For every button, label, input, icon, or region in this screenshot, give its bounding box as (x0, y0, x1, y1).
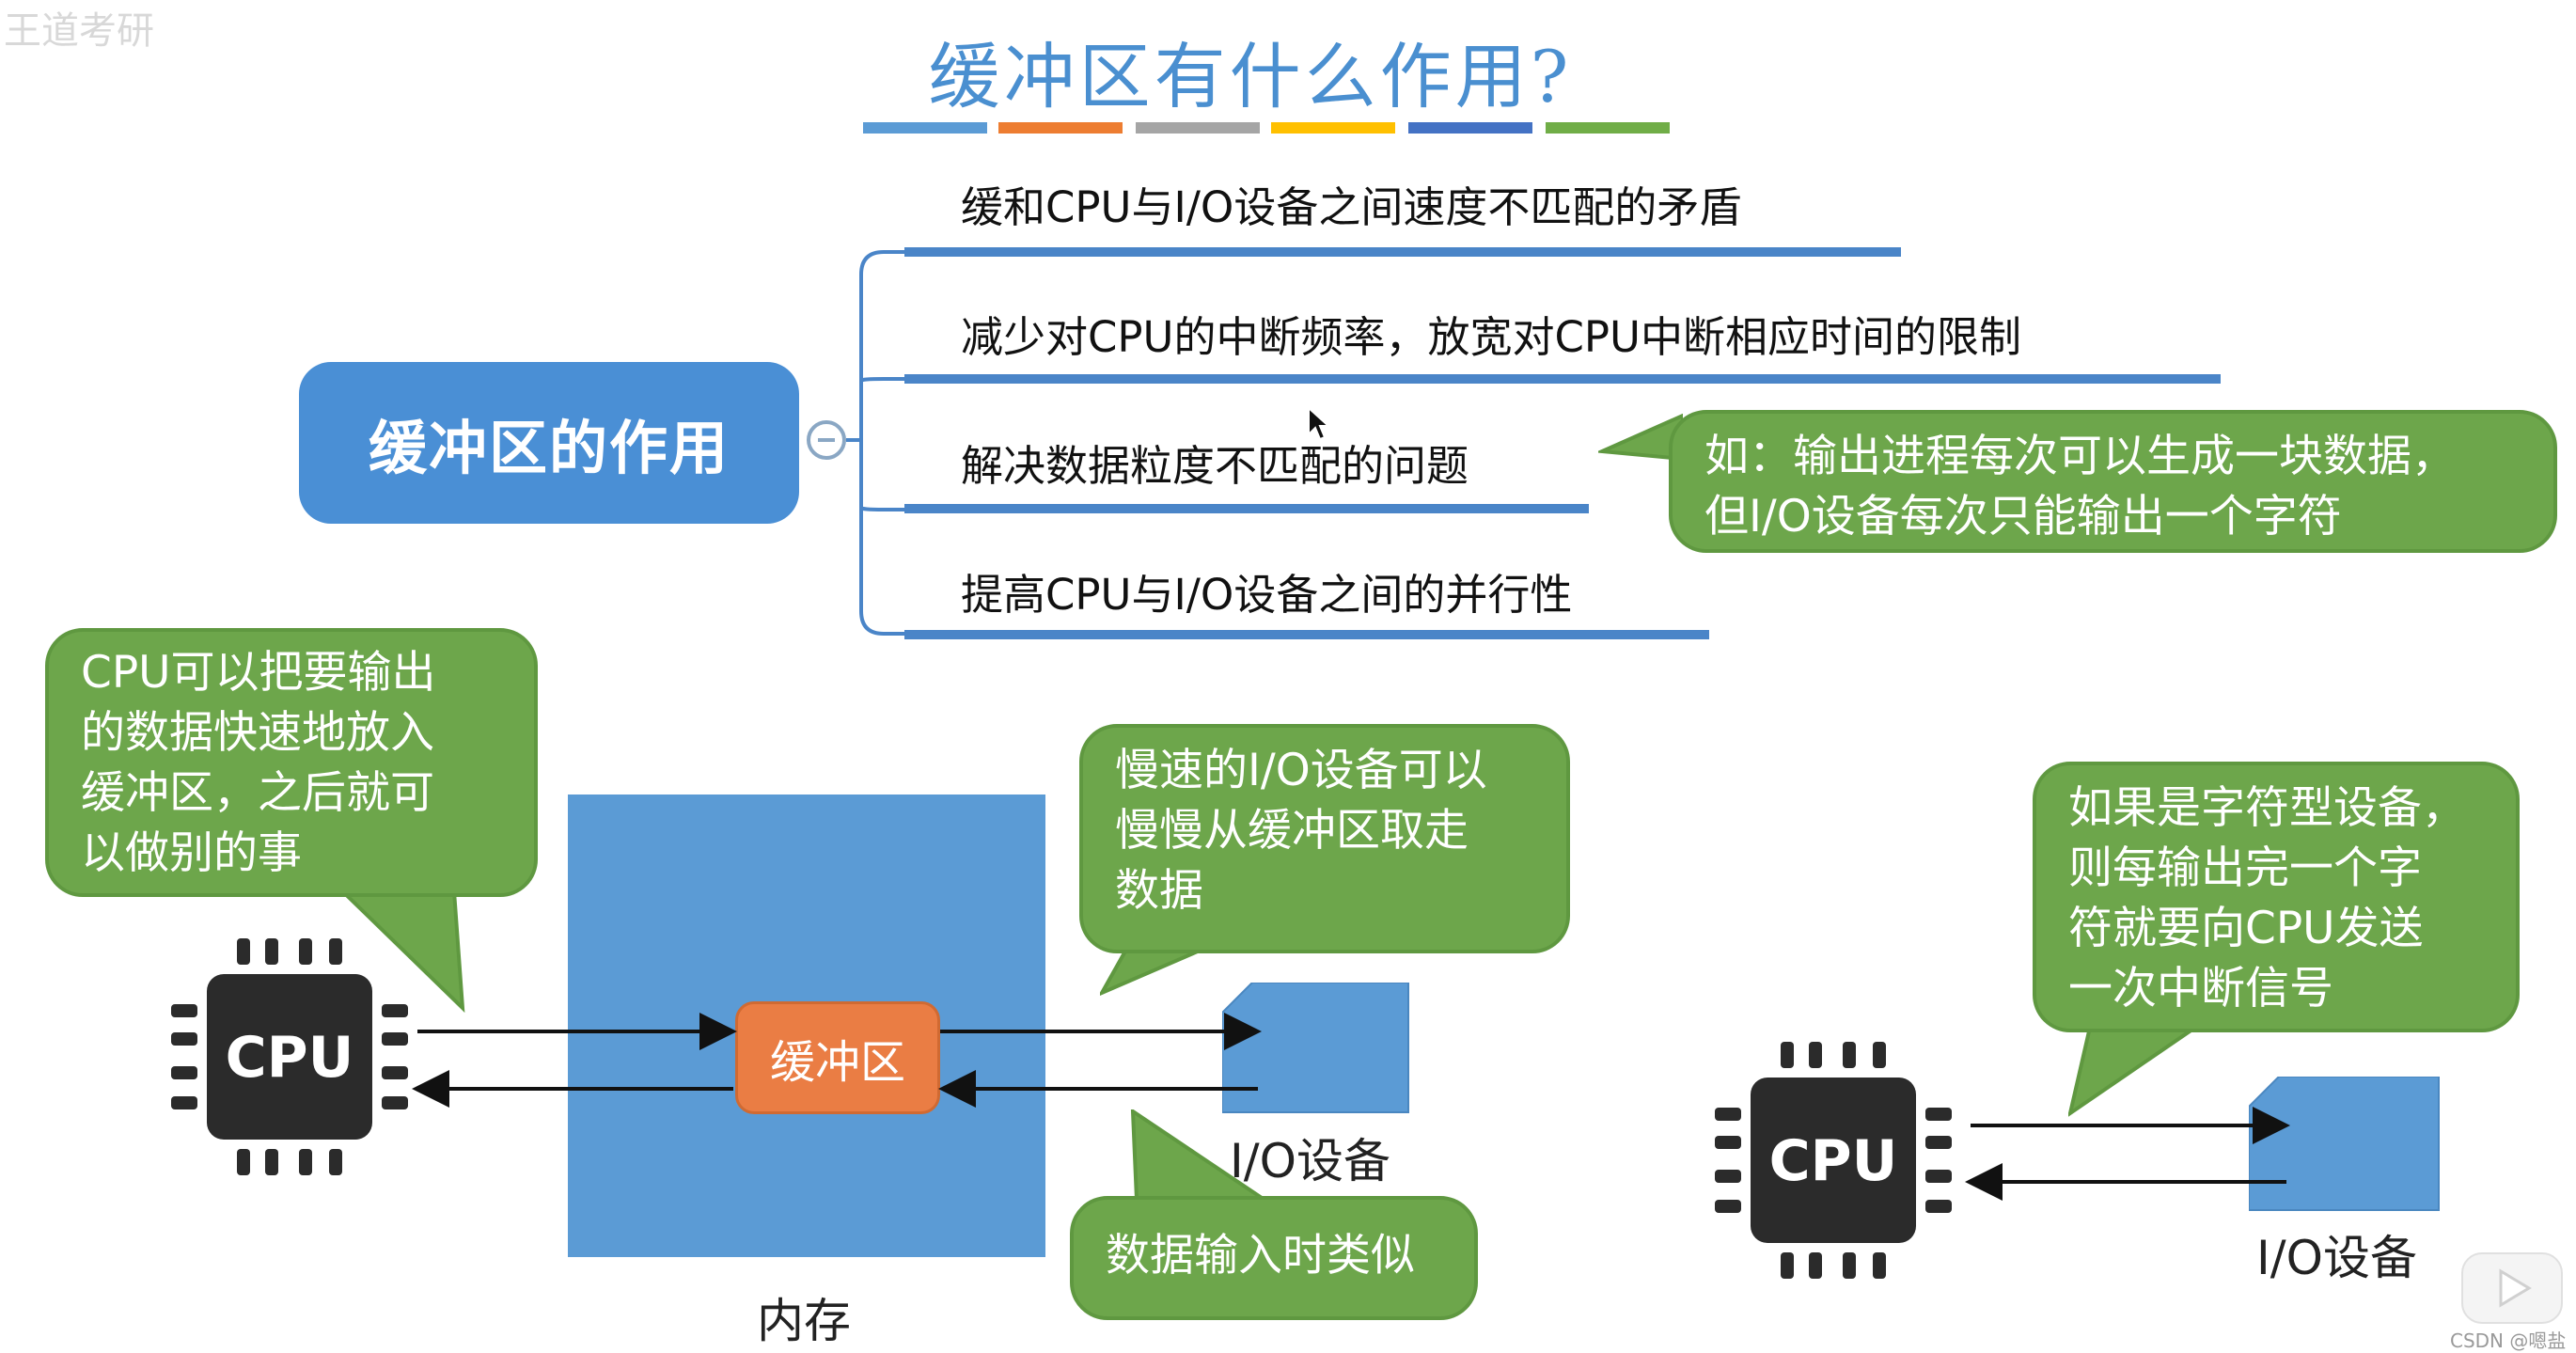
buffer-block: 缓冲区 (735, 1001, 940, 1114)
io-bubble-line-2: 慢慢从缓冲区取走 (1115, 804, 1469, 857)
memory-label: 内存 (757, 1294, 851, 1348)
note-bubble-tail (1598, 413, 1683, 462)
branch-1-text: 缓和CPU与I/O设备之间速度不匹配的矛盾 (961, 182, 1742, 232)
mindmap-root: 缓冲区的作用 (299, 362, 799, 524)
play-icon (2499, 1268, 2532, 1308)
right-cpu-chip-icon (1715, 1042, 1952, 1279)
cpu-bubble-line-4: 以做别的事 (81, 826, 302, 879)
page-title: 缓冲区有什么作用? (928, 35, 1573, 118)
cpu-bubble-line-2: 的数据快速地放入 (81, 706, 434, 759)
collapse-toggle-icon[interactable] (807, 420, 846, 460)
note-line-2: 但I/O设备每次只能输出一个字符 (1704, 490, 2342, 543)
cpu-label: CPU (225, 1025, 354, 1091)
title-stripe-2 (998, 122, 1123, 134)
watermark-top-left: 王道考研 (4, 9, 154, 53)
branch-1-underline (904, 247, 1901, 257)
input-bubble: 数据输入时类似 (1070, 1196, 1478, 1320)
io-device-label: I/O设备 (1230, 1134, 1390, 1188)
play-button[interactable] (2461, 1252, 2563, 1324)
cpu-bubble-line-1: CPU可以把要输出 (81, 647, 436, 699)
right-bubble-line-2: 则每输出完一个字 (2068, 842, 2422, 894)
title-stripe-4 (1271, 122, 1395, 134)
cpu-bubble-line-3: 缓冲区，之后就可 (81, 766, 434, 819)
right-io-device-label: I/O设备 (2256, 1231, 2417, 1285)
right-io-device-icon (2249, 1077, 2440, 1211)
note-bubble: 如：输出进程每次可以生成一块数据， 但I/O设备每次只能输出一个字符 (1669, 410, 2557, 553)
branch-4-text: 提高CPU与I/O设备之间的并行性 (961, 570, 1573, 620)
branch-3-text: 解决数据粒度不匹配的问题 (961, 441, 1469, 491)
right-bubble-line-1: 如果是字符型设备， (2068, 782, 2466, 834)
right-bubble-line-3: 符就要向CPU发送 (2068, 902, 2424, 954)
right-cpu-label: CPU (1768, 1128, 1898, 1194)
branch-3-underline (904, 504, 1589, 513)
branch-2-underline (904, 374, 2221, 384)
title-stripe-3 (1136, 122, 1260, 134)
cpu-bubble: CPU可以把要输出 的数据快速地放入 缓冲区，之后就可 以做别的事 (45, 628, 538, 897)
io-bubble: 慢速的I/O设备可以 慢慢从缓冲区取走 数据 (1079, 724, 1570, 953)
note-line-1: 如：输出进程每次可以生成一块数据， (1704, 431, 2456, 482)
branch-2-text: 减少对CPU的中断频率，放宽对CPU中断相应时间的限制 (961, 312, 2021, 362)
title-stripe-6 (1546, 122, 1670, 134)
branch-4-underline (904, 630, 1709, 639)
io-bubble-line-1: 慢速的I/O设备可以 (1115, 745, 1487, 796)
title-stripe-5 (1408, 122, 1532, 134)
right-bubble: 如果是字符型设备， 则每输出完一个字 符就要向CPU发送 一次中断信号 (2033, 762, 2520, 1032)
watermark-bottom-right: CSDN @嗯盐 (2450, 1329, 2567, 1352)
io-bubble-line-3: 数据 (1115, 864, 1203, 917)
io-device-icon (1222, 983, 1409, 1113)
title-stripe-1 (863, 122, 987, 134)
right-bubble-line-4: 一次中断信号 (2068, 962, 2333, 1015)
cpu-chip-icon (171, 938, 408, 1175)
mouse-cursor-icon (1308, 406, 1331, 441)
